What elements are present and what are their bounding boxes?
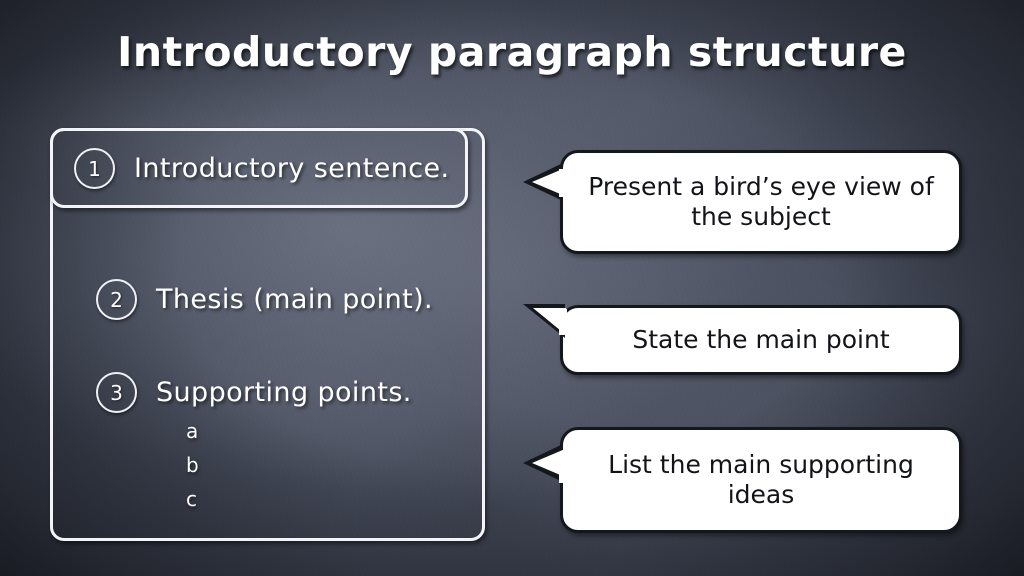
step-2-number-badge: 2 <box>96 279 137 320</box>
callout-3-tail-seam <box>559 455 567 483</box>
step-3-number-badge: 3 <box>96 372 137 413</box>
slide-title: Introductory paragraph structure <box>117 28 907 76</box>
step-item-2: 2 Thesis (main point). <box>96 279 433 320</box>
sub-item-a: a <box>186 419 199 443</box>
step-item-1: 1 Introductory sentence. <box>74 148 450 189</box>
callout-2-text: State the main point <box>632 324 890 354</box>
callout-1-text: Present a bird’s eye view of the subject <box>588 171 934 232</box>
step-item-3: 3 Supporting points. <box>96 372 412 413</box>
sub-item-c: c <box>186 487 197 511</box>
step-2-label: Thesis (main point). <box>156 284 433 315</box>
callout-bubble-3: List the main supporting ideas <box>523 427 962 533</box>
callout-2-tail-seam <box>559 309 567 335</box>
callout-3-text: List the main supporting ideas <box>608 449 914 510</box>
step-3-label: Supporting points. <box>156 377 412 408</box>
step-1-highlight-box <box>50 128 468 208</box>
callout-bubble-1: Present a bird’s eye view of the subject <box>523 150 962 254</box>
sub-item-b: b <box>186 453 199 477</box>
callout-1-tail-seam <box>559 169 567 197</box>
callout-bubble-2: State the main point <box>523 304 962 375</box>
step-1-label: Introductory sentence. <box>134 153 450 184</box>
step-1-number-badge: 1 <box>74 148 115 189</box>
